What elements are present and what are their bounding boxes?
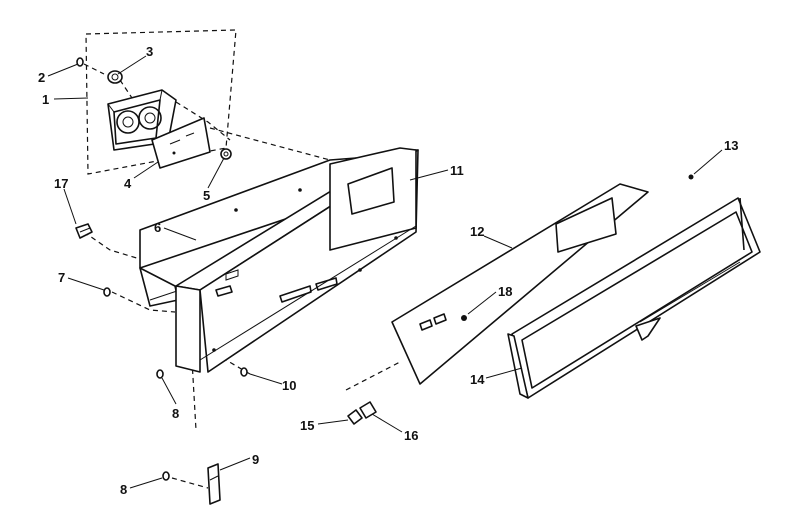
lens-plate-part-4 (151, 117, 211, 169)
callout-11: 11 (450, 163, 464, 178)
clip-part-15 (347, 409, 363, 425)
callout-8-upper: 8 (172, 406, 179, 421)
trim-frame-part-14 (507, 197, 761, 399)
control-panel-housing-part-11 (175, 147, 419, 373)
clip-part-16 (359, 401, 377, 419)
callout-17: 17 (54, 176, 68, 191)
screw-part-8-lower (162, 471, 170, 481)
clip-part-9 (207, 463, 221, 505)
callout-3: 3 (146, 44, 153, 59)
callout-12: 12 (470, 224, 484, 239)
clock-assembly-part-1 (107, 89, 177, 151)
callout-16: 16 (404, 428, 418, 443)
callout-2: 2 (38, 70, 45, 85)
bracket-part-17 (75, 223, 93, 239)
callout-18: 18 (498, 284, 512, 299)
callout-6: 6 (154, 220, 161, 235)
screw-part-2 (76, 57, 84, 67)
callout-13: 13 (724, 138, 738, 153)
callout-14: 14 (470, 372, 485, 387)
assembly-1-group-box (85, 29, 237, 175)
callout-4: 4 (124, 176, 132, 191)
screw-part-10 (240, 367, 248, 377)
screw-part-8-upper (156, 369, 164, 379)
callout-8-lower: 8 (120, 482, 127, 497)
grommet-part-18 (461, 315, 467, 321)
callout-5: 5 (203, 188, 210, 203)
callout-15: 15 (300, 418, 314, 433)
callout-10: 10 (282, 378, 296, 393)
callout-9: 9 (252, 452, 259, 467)
screw-part-13 (688, 174, 694, 180)
screw-part-7 (103, 287, 111, 297)
callout-leaders (47, 55, 723, 489)
grommet-part-5 (220, 148, 232, 160)
front-panel-part-12 (391, 183, 649, 385)
callout-1: 1 (42, 92, 49, 107)
callout-7: 7 (58, 270, 65, 285)
